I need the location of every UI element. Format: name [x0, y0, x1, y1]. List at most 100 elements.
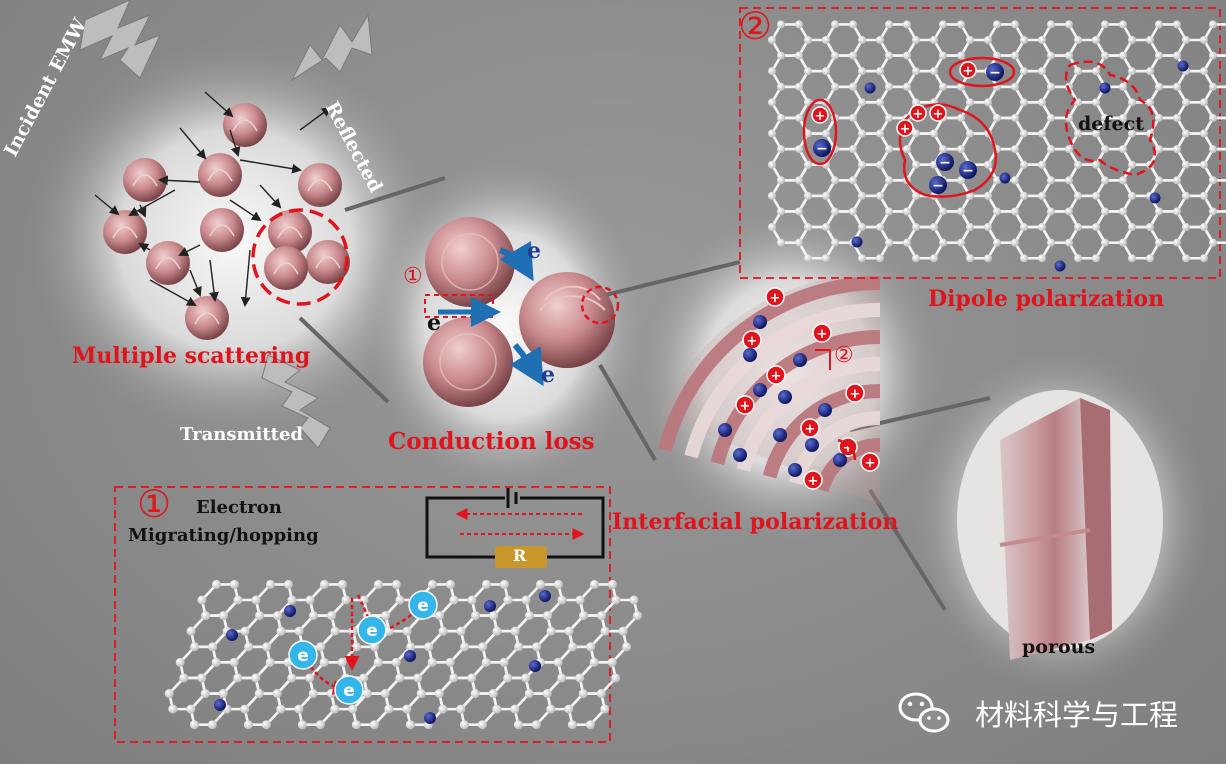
lattice-hex [254, 661, 294, 695]
carbon-atom [822, 191, 830, 200]
positive-charge [812, 323, 832, 343]
carbon-atom [930, 160, 938, 169]
positive-charge [800, 418, 820, 438]
carbon-atom [1128, 160, 1136, 169]
carbon-atom [966, 223, 974, 232]
carbon-atom [330, 704, 340, 714]
carbon-atom [1119, 238, 1127, 247]
lattice-hex [297, 692, 337, 727]
carbon-atom [1128, 36, 1136, 44]
carbon-atom [912, 36, 920, 44]
carbon-atom [1200, 129, 1208, 138]
carbon-atom [564, 626, 574, 636]
lattice-hex [481, 629, 521, 664]
carbon-atom [930, 67, 938, 76]
particle-shell [112, 226, 138, 239]
scatter-arrow [149, 279, 197, 306]
lattice-hex [200, 583, 240, 617]
marker-1-conduction: ① [403, 264, 423, 289]
carbon-atom [189, 720, 199, 730]
carbon-atom [586, 642, 596, 652]
carbon-atom [804, 36, 812, 44]
carbon-atom [804, 254, 812, 263]
scattering-particle [103, 210, 147, 254]
carbon-atom [795, 176, 803, 185]
carbon-atom [478, 642, 488, 652]
carbon-atom [435, 611, 445, 621]
carbon-atom [424, 642, 434, 652]
dipole-positive-sign: + [933, 107, 944, 122]
marker-1-hopping: ① [137, 482, 172, 526]
carbon-atom [557, 595, 567, 605]
carbon-atom [1101, 238, 1109, 247]
carbon-atom [262, 642, 272, 652]
carbon-atom [315, 720, 325, 730]
nitrogen-atom [864, 82, 876, 94]
carbon-atom [876, 254, 884, 263]
lattice-hex [437, 676, 477, 711]
transmitted-label: Transmitted [180, 424, 304, 445]
carbon-atom [535, 579, 545, 589]
carbon-atom [449, 673, 459, 683]
carbon-atom [903, 207, 911, 216]
carbon-atom [503, 673, 513, 683]
lattice-hex [394, 645, 434, 680]
nitrogen-atom [284, 605, 296, 617]
carbon-atom [1200, 98, 1208, 107]
scatter-arrow [179, 127, 207, 160]
particle-shell [277, 226, 303, 239]
lattice-hex [546, 598, 585, 633]
carbon-atom [1101, 176, 1109, 185]
carbon-atom [190, 642, 200, 652]
scatter-arrow [209, 259, 219, 302]
carbon-atom [251, 673, 261, 683]
carbon-atom [402, 626, 412, 636]
carbon-atom [858, 160, 866, 169]
positive-charge [845, 383, 865, 403]
carbon-atom [1182, 191, 1190, 200]
particle-shell [273, 262, 299, 275]
carbon-atom [1038, 191, 1046, 200]
scatter-arrow [178, 244, 201, 256]
carbon-atom [1047, 238, 1055, 247]
lattice-hex [492, 598, 531, 633]
carbon-atom [449, 595, 459, 605]
carbon-atom [768, 98, 776, 107]
carbon-atom [308, 689, 318, 699]
dipole-polarization-label: Dipole polarization [928, 286, 1165, 312]
carbon-atom [402, 704, 412, 714]
carbon-atom [600, 626, 610, 636]
carbon-atom [276, 704, 286, 714]
carbon-atom [1173, 207, 1181, 216]
carbon-atom [1119, 20, 1127, 29]
electron-icon-label: e [417, 596, 429, 616]
carbon-atom [876, 67, 884, 76]
electron-symbol-3: e [541, 362, 555, 388]
carbon-atom [1119, 176, 1127, 185]
carbon-atom [777, 238, 785, 247]
carbon-atom [489, 611, 499, 621]
negative-charge [753, 383, 767, 397]
carbon-atom [337, 657, 347, 667]
carbon-atom [244, 642, 254, 652]
nitrogen-atom [529, 660, 541, 672]
carbon-atom [849, 82, 857, 91]
dipole-negative [986, 63, 1004, 81]
carbon-atom [309, 611, 319, 621]
lattice-hex [362, 661, 402, 695]
carbon-atom [1047, 51, 1055, 60]
porous-zoom [957, 390, 1163, 660]
carbon-atom [1209, 207, 1217, 216]
carbon-atom [1173, 20, 1181, 29]
carbon-atom [467, 673, 477, 683]
carbon-atom [283, 579, 293, 589]
carbon-atom [1182, 98, 1190, 107]
lattice-hex [438, 598, 477, 633]
dipole-positive-sign: + [900, 122, 911, 137]
carbon-atom [795, 145, 803, 154]
carbon-atom [1038, 36, 1046, 44]
carbon-atom [1182, 223, 1190, 232]
defect-label: defect [1078, 113, 1144, 135]
lattice-hex [340, 645, 380, 680]
